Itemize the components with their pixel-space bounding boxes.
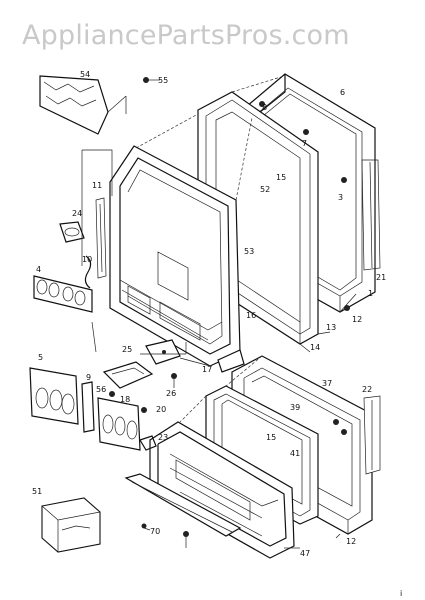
callout-39: 39 bbox=[290, 403, 300, 412]
callout-56: 56 bbox=[96, 385, 106, 394]
callout-10: 10 bbox=[82, 255, 92, 264]
callout-25: 25 bbox=[122, 345, 132, 354]
shelf-bar-10 bbox=[124, 473, 242, 537]
screw-56 bbox=[109, 391, 115, 397]
part-callouts: 54 55 8 6 7 3 15 52 53 21 1 12 13 14 16 … bbox=[32, 70, 402, 598]
shelf-bracket-lower bbox=[97, 397, 141, 451]
callout-16: 16 bbox=[246, 311, 256, 320]
callout-12b: 12 bbox=[346, 537, 356, 546]
callout-5: 5 bbox=[38, 353, 43, 362]
callout-55: 55 bbox=[158, 76, 168, 85]
cap-24 bbox=[59, 221, 85, 243]
callout-11: 11 bbox=[92, 181, 102, 190]
callout-9: 9 bbox=[86, 373, 91, 382]
callout-15a: 15 bbox=[276, 173, 286, 182]
callout-21: 21 bbox=[376, 273, 386, 282]
shelf-bracket-4 bbox=[33, 275, 93, 313]
screw-lower bbox=[183, 531, 189, 548]
callout-18: 18 bbox=[120, 395, 130, 404]
callout-6: 6 bbox=[340, 88, 345, 97]
screw-55 bbox=[143, 77, 160, 83]
callout-14: 14 bbox=[310, 343, 320, 352]
leader-lines bbox=[81, 75, 357, 549]
screw-26 bbox=[171, 373, 177, 388]
page-mark: i bbox=[400, 589, 402, 598]
callout-15b: 15 bbox=[266, 433, 276, 442]
callout-12a: 12 bbox=[352, 315, 362, 324]
freezer-door-liner bbox=[109, 145, 241, 367]
watermark-text: AppliancePartsPros.com bbox=[22, 20, 350, 51]
callout-47: 47 bbox=[300, 549, 310, 558]
callout-23: 23 bbox=[158, 433, 168, 442]
callout-17: 17 bbox=[202, 365, 212, 374]
spring-clip bbox=[84, 255, 92, 289]
hinge-plate-9 bbox=[81, 381, 95, 433]
callout-13: 13 bbox=[326, 323, 336, 332]
bracket-16 bbox=[145, 339, 181, 365]
callout-53: 53 bbox=[244, 247, 254, 256]
shelf-18 bbox=[102, 361, 154, 389]
callout-22: 22 bbox=[362, 385, 372, 394]
callout-54: 54 bbox=[80, 70, 90, 79]
callout-41: 41 bbox=[290, 449, 300, 458]
shelf-bracket-5 bbox=[29, 367, 79, 425]
callout-37: 37 bbox=[322, 379, 332, 388]
callout-7: 7 bbox=[302, 139, 307, 148]
hinge-strip-11 bbox=[95, 197, 107, 279]
hinge-17 bbox=[217, 349, 245, 373]
clip-23 bbox=[139, 435, 157, 451]
callout-26: 26 bbox=[166, 389, 176, 398]
callout-1: 1 bbox=[368, 289, 373, 298]
callout-70: 70 bbox=[150, 527, 160, 536]
screw-70 bbox=[141, 523, 151, 531]
screw-20 bbox=[141, 407, 147, 413]
butter-bin-51 bbox=[41, 497, 101, 553]
callout-3: 3 bbox=[338, 193, 343, 202]
callout-51: 51 bbox=[32, 487, 42, 496]
callout-24: 24 bbox=[72, 209, 82, 218]
callout-4: 4 bbox=[36, 265, 41, 274]
callout-20: 20 bbox=[156, 405, 166, 414]
callout-52: 52 bbox=[260, 185, 270, 194]
shelf-rail-54 bbox=[39, 75, 127, 135]
callout-8: 8 bbox=[262, 103, 267, 112]
